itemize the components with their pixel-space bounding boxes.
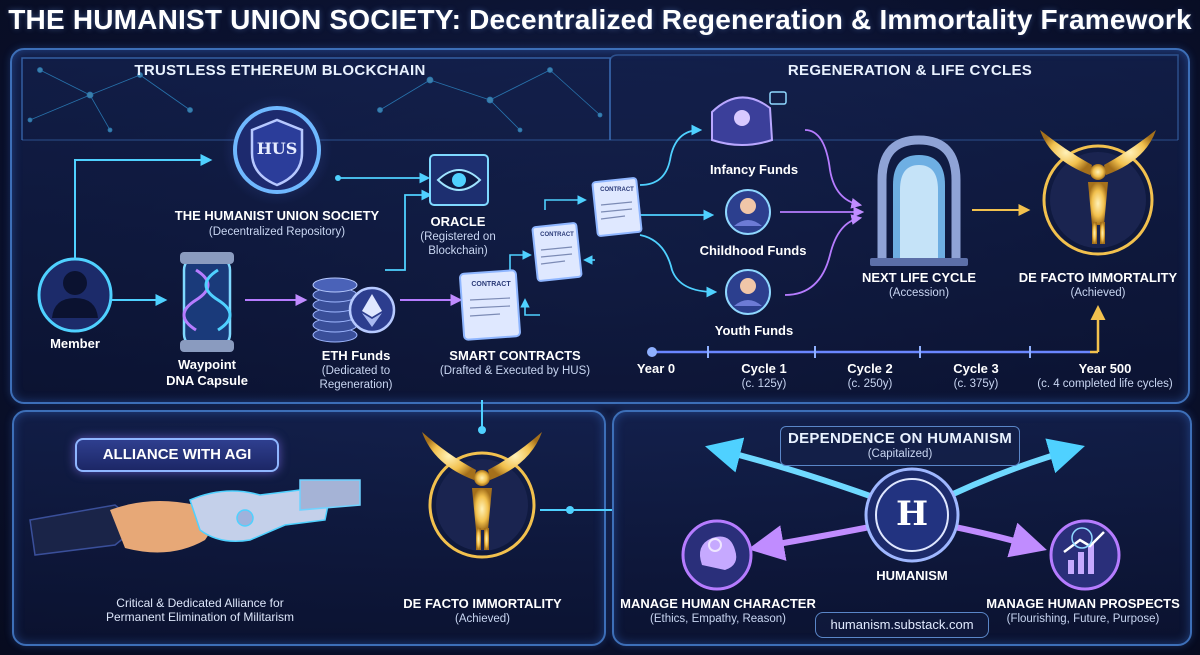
humanism-center-label: HUMANISM <box>876 568 948 583</box>
immortality-bottom-block: DE FACTO IMMORTALITY (Achieved) <box>395 596 570 626</box>
infancy-funds-label: Infancy Funds <box>709 162 799 177</box>
member-label: Member <box>50 336 100 351</box>
childhood-icon <box>725 189 771 235</box>
timeline-year-500: Year 500 (c. 4 completed life cycles) <box>1037 361 1173 390</box>
alliance-badge: ALLIANCE WITH AGI <box>75 438 279 472</box>
eth-funds-label: ETH Funds <box>321 348 391 363</box>
smart-contracts-block: SMART CONTRACTS (Drafted & Executed by H… <box>425 348 605 378</box>
prospects-label: MANAGE HUMAN PROSPECTS <box>986 596 1180 611</box>
contract-doc-text-3: CONTRACT <box>600 187 634 193</box>
member-avatar-icon <box>37 257 113 333</box>
contract-doc-text-1: CONTRACT <box>471 281 511 288</box>
alliance-description: Critical & Dedicated Alliance for Perman… <box>105 596 295 624</box>
hus-shield-icon <box>222 95 332 205</box>
humanism-title-box: DEPENDENCE ON HUMANISM (Capitalized) <box>780 426 1020 466</box>
capsule-label: Waypoint DNA Capsule <box>166 357 248 388</box>
dna-capsule-icon <box>180 252 234 352</box>
eth-funds-block: ETH Funds (Dedicated to Regeneration) <box>300 348 412 392</box>
eth-coins-icon <box>312 277 396 343</box>
timeline-cycle-3: Cycle 3 (c. 375y) <box>953 361 999 390</box>
hus-sub: (Decentralized Repository) <box>208 226 346 238</box>
page-title: THE HUMANIST UNION SOCIETY: Decentralize… <box>8 4 1192 35</box>
humanism-emblem-letter: H <box>895 494 929 534</box>
prospects-block: MANAGE HUMAN PROSPECTS (Flourishing, Fut… <box>986 596 1180 625</box>
character-label: MANAGE HUMAN CHARACTER <box>620 596 816 611</box>
footer-link[interactable]: humanism.substack.com <box>815 612 989 638</box>
network-pattern <box>27 67 603 133</box>
youth-icon <box>725 269 771 315</box>
humanism-section-sub: (Capitalized) <box>867 448 933 460</box>
infancy-icon <box>711 91 787 146</box>
regeneration-section-title: REGENERATION & LIFE CYCLES <box>787 62 1033 79</box>
timeline-year-0: Year 0 <box>636 361 676 376</box>
portal-gate-icon <box>870 135 968 266</box>
contract-doc-text-2: CONTRACT <box>540 232 574 238</box>
winged-figure-icon-top <box>1040 130 1156 256</box>
handshake-icon <box>29 479 361 556</box>
oracle-label: ORACLE <box>430 214 486 229</box>
smart-contracts-label: SMART CONTRACTS <box>449 348 581 363</box>
oracle-eye-icon <box>429 154 489 206</box>
timeline-cycle-2: Cycle 2 (c. 250y) <box>847 361 893 390</box>
oracle-block: ORACLE (Registered on Blockchain) <box>410 214 506 258</box>
hus-logo-text: HUS <box>256 139 298 158</box>
immortality-bottom-label: DE FACTO IMMORTALITY <box>403 596 562 611</box>
childhood-funds-label: Childhood Funds <box>699 243 807 258</box>
growth-chart-icon <box>1049 519 1121 591</box>
contract-documents-icon <box>459 177 643 341</box>
next-life-cycle-block: NEXT LIFE CYCLE (Accession) <box>852 270 986 300</box>
humanism-section-title: DEPENDENCE ON HUMANISM <box>787 430 1013 447</box>
hus-label: THE HUMANIST UNION SOCIETY <box>174 208 380 223</box>
character-block: MANAGE HUMAN CHARACTER (Ethics, Empathy,… <box>618 596 818 626</box>
next-life-cycle-label: NEXT LIFE CYCLE <box>861 270 977 285</box>
immortality-top-block: DE FACTO IMMORTALITY (Achieved) <box>1012 270 1184 300</box>
winged-figure-icon-bottom <box>422 432 542 559</box>
youth-funds-label: Youth Funds <box>714 323 794 338</box>
immortality-top-label: DE FACTO IMMORTALITY <box>1018 270 1178 285</box>
humanism-emblem-icon <box>864 467 960 563</box>
timeline-cycle-1: Cycle 1 (c. 125y) <box>741 361 787 390</box>
brain-gears-icon <box>681 519 753 591</box>
blockchain-section-title: TRUSTLESS ETHEREUM BLOCKCHAIN <box>134 62 426 79</box>
